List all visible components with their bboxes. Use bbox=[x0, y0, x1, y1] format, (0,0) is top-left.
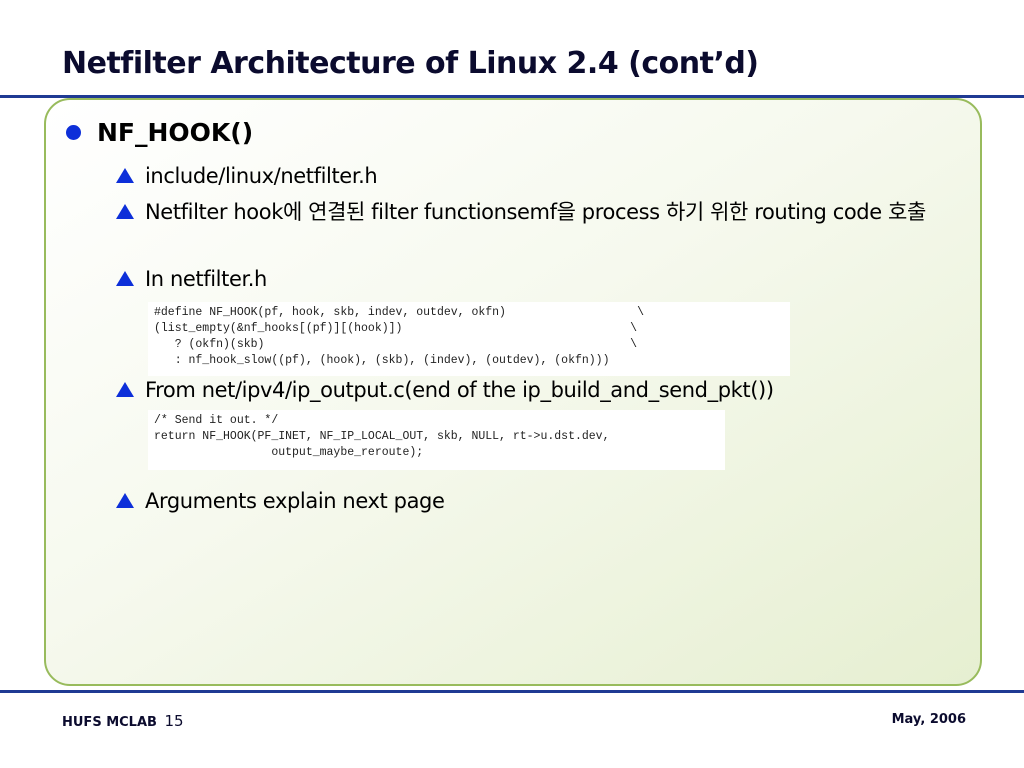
triangle-bullet-icon bbox=[116, 493, 134, 508]
bullet-in-netfilter-h: In netfilter.h bbox=[116, 264, 956, 294]
code-line: /* Send it out. */ bbox=[154, 414, 279, 427]
triangle-bullet-icon bbox=[116, 204, 134, 219]
page-number: 15 bbox=[164, 712, 184, 730]
code-line: return NF_HOOK(PF_INET, NF_IP_LOCAL_OUT,… bbox=[154, 430, 610, 443]
code-line: : nf_hook_slow((pf), (hook), (skb), (ind… bbox=[154, 354, 610, 367]
footer-date: May, 2006 bbox=[891, 712, 966, 727]
footer-org: HUFS MCLAB 15 bbox=[62, 712, 184, 730]
heading-text: NF_HOOK() bbox=[97, 118, 254, 147]
content-panel bbox=[44, 98, 982, 686]
triangle-bullet-icon bbox=[116, 168, 134, 183]
heading-bullet: NF_HOOK() bbox=[66, 118, 253, 147]
bullet-hook-description: Netfilter hook에 연결된 filter functionsemf을… bbox=[116, 197, 956, 227]
code-line: #define NF_HOOK(pf, hook, skb, indev, ou… bbox=[154, 306, 644, 319]
triangle-bullet-icon bbox=[116, 382, 134, 397]
bullet-text: include/linux/netfilter.h bbox=[145, 164, 378, 188]
bullet-ip-output: From net/ipv4/ip_output.c(end of the ip_… bbox=[116, 375, 956, 405]
bullet-text: Netfilter hook에 연결된 filter functionsemf을… bbox=[145, 200, 926, 224]
footer-org-name: HUFS MCLAB bbox=[62, 715, 157, 730]
code-block-netfilter-h: #define NF_HOOK(pf, hook, skb, indev, ou… bbox=[148, 302, 790, 376]
code-line: output_maybe_reroute); bbox=[154, 446, 424, 459]
bullet-arguments: Arguments explain next page bbox=[116, 486, 956, 516]
code-block-ip-output: /* Send it out. */ return NF_HOOK(PF_INE… bbox=[148, 410, 725, 470]
circle-bullet-icon bbox=[66, 125, 81, 140]
footer-divider bbox=[0, 690, 1024, 693]
code-line: (list_empty(&nf_hooks[(pf)][(hook)]) \ bbox=[154, 322, 638, 335]
code-line: ? (okfn)(skb) \ bbox=[154, 338, 638, 351]
triangle-bullet-icon bbox=[116, 271, 134, 286]
bullet-text: From net/ipv4/ip_output.c(end of the ip_… bbox=[145, 378, 774, 402]
bullet-text: Arguments explain next page bbox=[145, 489, 445, 513]
slide-title: Netfilter Architecture of Linux 2.4 (con… bbox=[62, 46, 759, 81]
bullet-text: In netfilter.h bbox=[145, 267, 267, 291]
title-divider bbox=[0, 95, 1024, 98]
bullet-include-path: include/linux/netfilter.h bbox=[116, 161, 956, 191]
